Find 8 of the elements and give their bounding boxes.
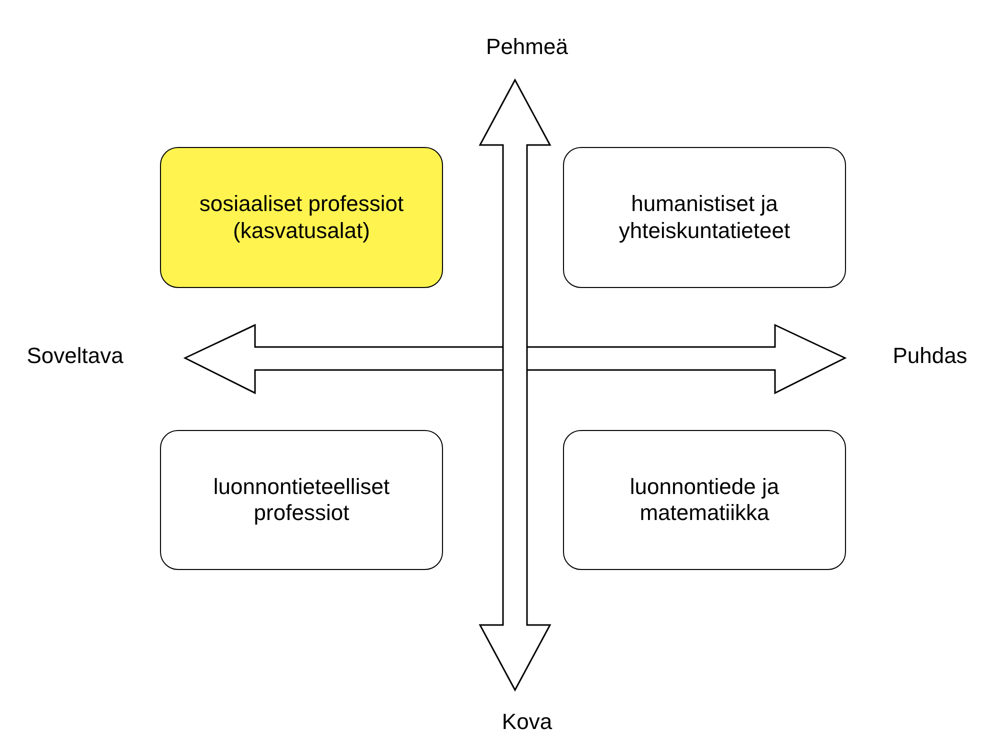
quadrant-box: luonnontieteelliset professiot	[160, 430, 443, 570]
quadrant-box: humanistiset ja yhteiskuntatieteet	[563, 147, 846, 288]
quadrant-box: sosiaaliset professiot (kasvatusalat)	[160, 147, 443, 288]
quadrant-box: luonnontiede ja matematiikka	[563, 430, 846, 570]
axis-label: Soveltava	[26, 343, 124, 369]
axis-label: Pehmeä	[486, 34, 568, 60]
axis-label: Kova	[502, 709, 552, 735]
axis-label: Puhdas	[892, 343, 968, 369]
